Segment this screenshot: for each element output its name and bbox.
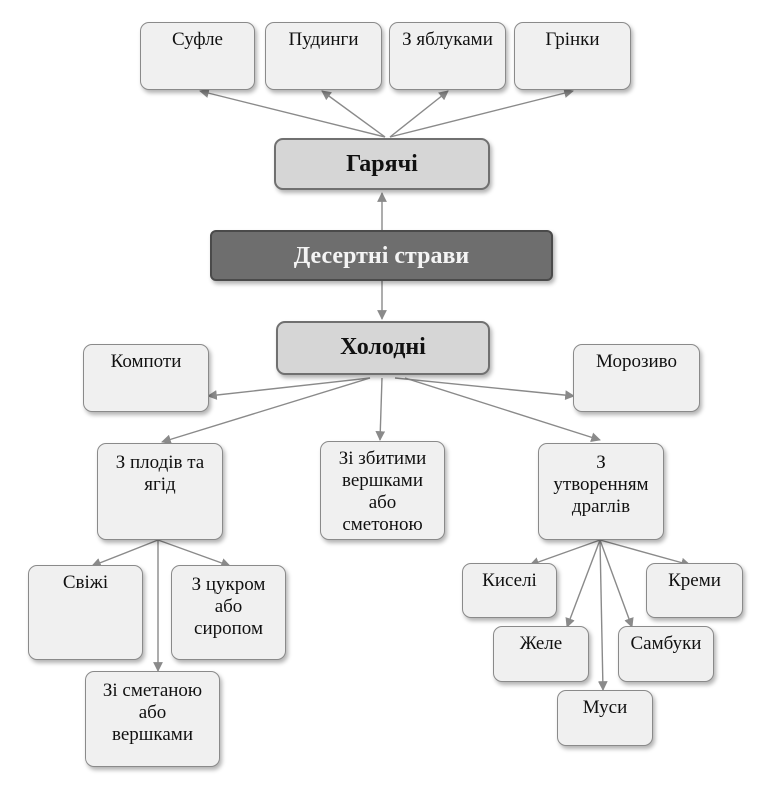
node-label: З цукром або сиропом [191,574,266,639]
node-label: Гарячі [346,151,418,177]
node-label: Компоти [110,351,182,372]
connector-fruit-2 [157,539,231,568]
connector-cold-4 [375,377,386,441]
node-label: З плодів та ягід [115,452,205,495]
node-label: Зі сметаною або вершками [102,680,203,745]
node-label: Киселі [482,570,537,591]
node-hot-item-4: Грінки [514,22,631,90]
connector-cold-5 [404,377,601,442]
connector-cold-1 [207,377,371,400]
node-cold-item-3: З плодів та ягід [97,443,223,540]
node-hot-item-1: Суфле [140,22,255,90]
node-label: Грінки [545,29,600,50]
node-label: Самбуки [630,633,702,654]
node-label: Пудинги [288,29,359,50]
node-hot-item-2: Пудинги [265,22,382,90]
connector-cold-2 [394,377,575,400]
connector-jelly-1 [529,539,601,567]
node-label: Десертні страви [293,243,470,269]
node-fruit-sub-1: Свіжі [28,565,143,660]
node-label: Желе [519,633,563,654]
connector-jelly-2 [599,539,691,568]
connector-hot-2 [321,90,386,138]
node-fruit-sub-2: З цукром або сиропом [171,565,286,660]
node-cold: Холодні [276,321,490,375]
connector-hot-1 [199,88,386,138]
node-hot-item-3: З яблуками [389,22,506,90]
node-jelly-sub-5: Муси [557,690,653,746]
node-label: З утворенням драглів [553,452,649,517]
node-center: Десертні страви [210,230,553,281]
node-jelly-sub-2: Креми [646,563,743,618]
node-label: З яблуками [402,29,493,50]
node-fruit-sub-3: Зі сметаною або вершками [85,671,220,767]
node-cold-item-4: Зі збитими вершками або сметоною [320,441,445,540]
connector-hot-3 [389,90,449,138]
connector-hot-4 [389,88,574,138]
node-label: Суфле [172,29,223,50]
node-jelly-sub-4: Самбуки [618,626,714,682]
node-label: Зі збитими вершками або сметоною [338,448,427,535]
node-hot: Гарячі [274,138,490,190]
connector-fruit-1 [91,539,159,568]
connector-jelly-4 [599,539,634,628]
node-label: Муси [582,697,628,718]
node-label: Свіжі [62,572,109,593]
node-jelly-sub-3: Желе [493,626,589,682]
node-label: Креми [668,570,721,591]
node-cold-item-1: Компоти [83,344,209,412]
node-jelly-sub-1: Киселі [462,563,557,618]
node-label: Холодні [340,334,426,360]
connector-jelly-3 [565,539,601,628]
connector-jelly-5 [597,539,608,691]
node-label: Морозиво [596,351,677,372]
node-cold-item-5: З утворенням драглів [538,443,664,540]
connector-cold-3 [161,377,371,445]
node-cold-item-2: Морозиво [573,344,700,412]
